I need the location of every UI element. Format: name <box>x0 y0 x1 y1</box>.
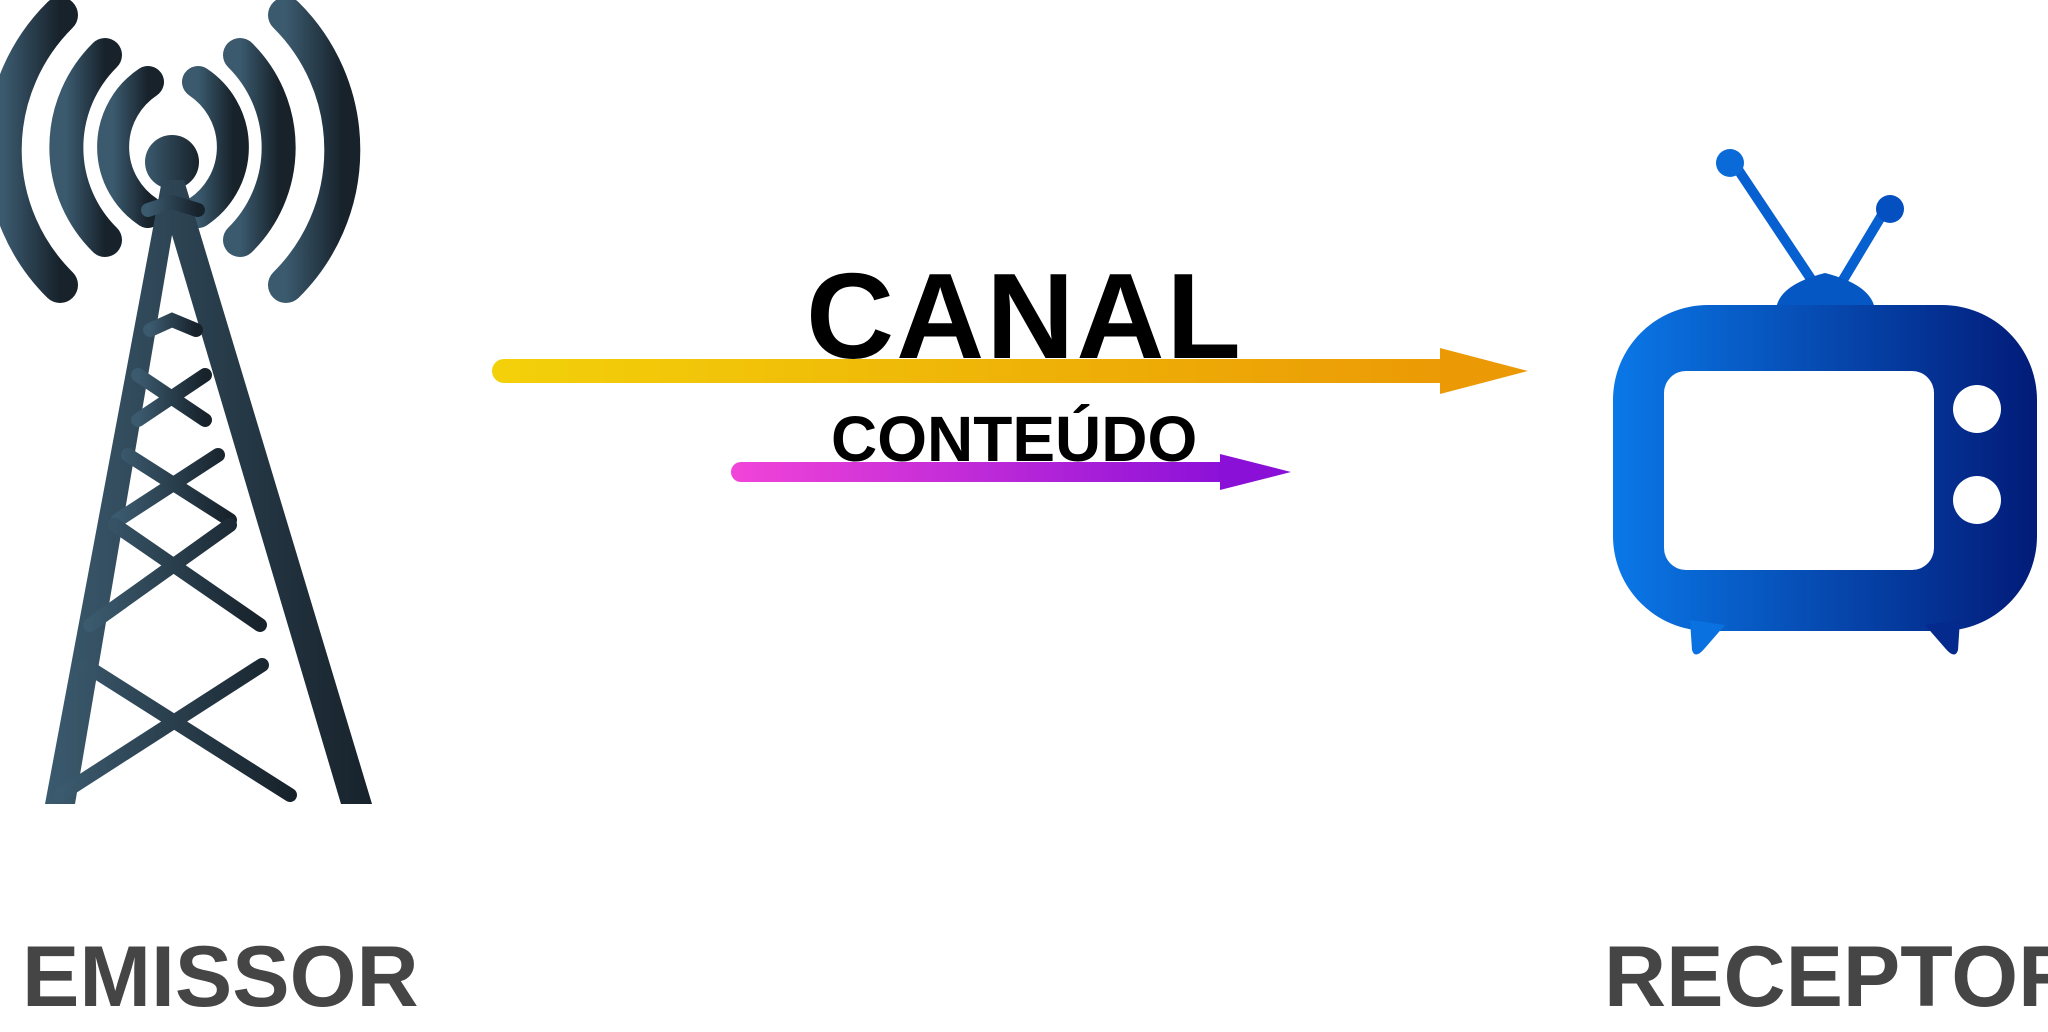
channel-arrow <box>492 348 1528 394</box>
content-label: CONTEÚDO <box>831 403 1198 475</box>
sender-label: EMISSOR <box>22 929 419 1025</box>
radio-tower-icon <box>0 0 372 804</box>
television-icon <box>1613 149 2037 655</box>
receiver-label: RECEPTOR <box>1604 929 2048 1025</box>
signal-waves-icon <box>0 0 361 303</box>
channel-label: CANAL <box>806 248 1243 384</box>
content-arrow <box>731 454 1291 490</box>
